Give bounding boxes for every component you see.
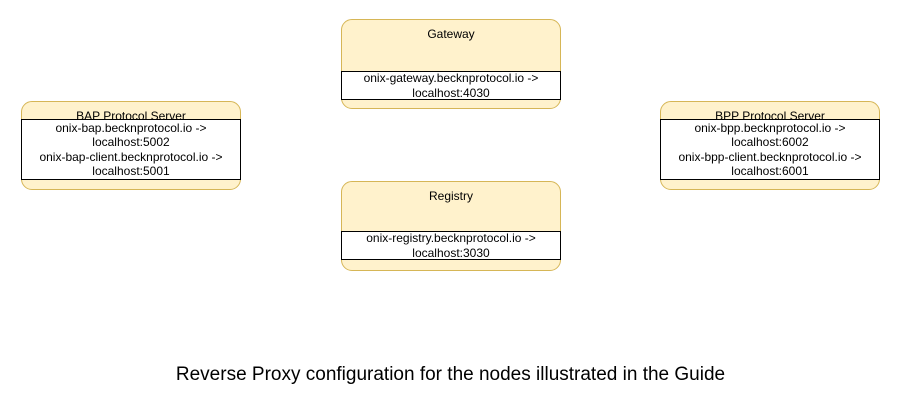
mapping-line: onix-bap.becknprotocol.io -> bbox=[55, 120, 207, 135]
mapping-line: localhost:6002 bbox=[731, 135, 809, 149]
node-registry: Registry onix-registry.becknprotocol.io … bbox=[341, 181, 561, 271]
node-bpp-protocol-server: BPP Protocol Server onix-bpp.becknprotoc… bbox=[660, 101, 880, 190]
node-gateway-mapping-box: onix-gateway.becknprotocol.io -> localho… bbox=[341, 71, 561, 100]
node-bap-mapping-box: onix-bap.becknprotocol.io -> localhost:5… bbox=[21, 119, 241, 180]
mapping-line: localhost:3030 bbox=[412, 245, 490, 260]
mapping-line: localhost:4030 bbox=[412, 85, 490, 100]
node-bap-protocol-server: BAP Protocol Server onix-bap.becknprotoc… bbox=[21, 101, 241, 190]
mapping-line: onix-gateway.becknprotocol.io -> bbox=[363, 71, 539, 85]
mapping-line: onix-bpp.becknprotocol.io -> bbox=[694, 120, 846, 135]
mapping-line: localhost:5001 bbox=[92, 164, 170, 178]
mapping-line: onix-registry.becknprotocol.io -> bbox=[366, 231, 536, 245]
mapping-line: onix-bap-client.becknprotocol.io -> bbox=[39, 149, 223, 164]
mapping-line: localhost:6001 bbox=[731, 164, 809, 178]
diagram-caption: Reverse Proxy configuration for the node… bbox=[175, 364, 726, 385]
node-gateway-title: Gateway bbox=[427, 27, 475, 41]
node-registry-title: Registry bbox=[428, 189, 473, 203]
mapping-line: onix-bpp-client.becknprotocol.io -> bbox=[678, 149, 862, 164]
node-bpp-mapping-box: onix-bpp.becknprotocol.io -> localhost:6… bbox=[660, 119, 880, 180]
node-gateway: Gateway onix-gateway.becknprotocol.io ->… bbox=[341, 19, 561, 109]
node-registry-mapping-box: onix-registry.becknprotocol.io -> localh… bbox=[341, 231, 561, 260]
mapping-line: localhost:5002 bbox=[92, 135, 170, 149]
